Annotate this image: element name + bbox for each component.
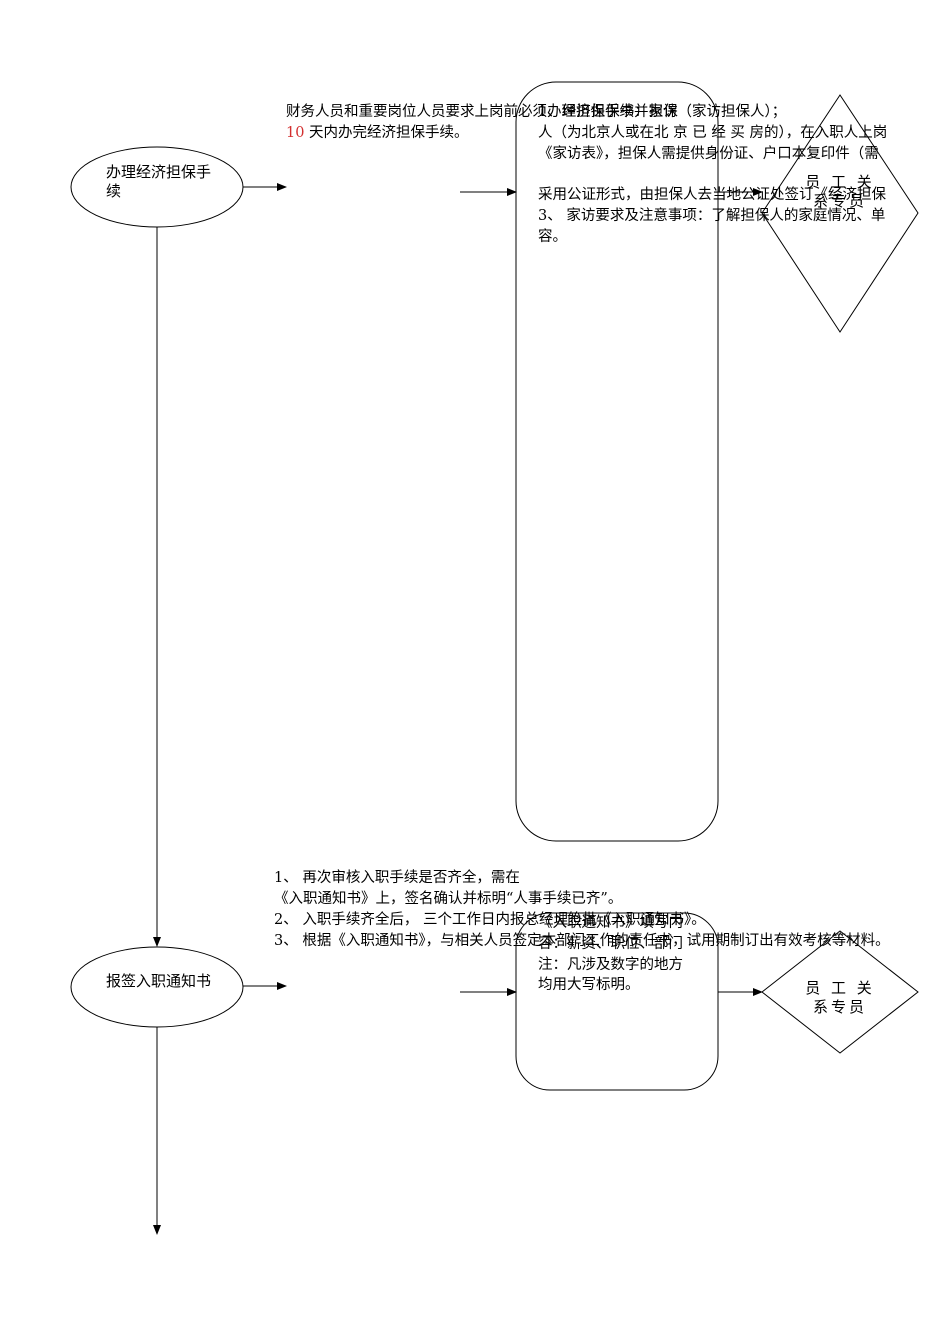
role-label-2: 员 工 关 系专员 [805, 979, 875, 1016]
role-diamond-2 [761, 930, 919, 1054]
role-diamond-1 [761, 94, 919, 333]
guarantee-note-line1: 财务人员和重要岗位人员要求上岗前必须办理担保手续并家访（家访担保人）； [286, 104, 787, 120]
box1-line-1: 1、经济担保书：担保 [538, 104, 678, 120]
box1-line-2: 人（为北京人或在北 京 已 经 买 房的），在入职人上岗 [538, 125, 888, 141]
box1-line-6: 3、 家访要求及注意事项：了解担保人的家庭情况、单 [538, 208, 886, 224]
offer-note-4: 3、 根据《入职通知书》，与相关人员签定本部门工作的责任书，试用期制订出有效考核… [274, 933, 890, 949]
offer-note-1: 1、 再次审核入职手续是否齐全，需在 [274, 870, 520, 886]
box1-line-3: 《家访表》，担保人需提供身份证、户口本复印件（需 [538, 146, 879, 162]
role-label-1: 员 工 关 系专员 [805, 173, 875, 210]
detail-box-guarantee [515, 81, 719, 842]
guarantee-note-line2: 10 天内办完经济担保手续。 [286, 124, 469, 142]
box1-line-5: 采用公证形式，由担保人去当地公证处签订《经济担保 [538, 187, 886, 203]
offer-note-3: 2、 入职手续齐全后， 三个工作日内报总经理签批《入职通知书》。 [274, 912, 706, 928]
guarantee-days-number: 10 [286, 125, 305, 141]
box2-line-3: 注：凡涉及数字的地方 [538, 957, 683, 973]
detail-box-offer [515, 912, 719, 1091]
box2-line-1: 《入职通知书》填写内 [538, 915, 683, 931]
node-label-offer: 报签入职通知书 [106, 972, 212, 990]
node-label-guarantee: 办理经济担保手续 [106, 163, 212, 200]
box2-line-4: 均用大写标明。 [538, 977, 640, 993]
guarantee-days-text: 天内办完经济担保手续。 [304, 125, 469, 141]
box1-line-7: 容。 [538, 229, 567, 245]
offer-note-2: 《入职通知书》上，签名确认并标明“人事手续已齐”。 [274, 891, 623, 907]
box2-line-2: 容：薪资、职位、部门 [538, 936, 683, 952]
